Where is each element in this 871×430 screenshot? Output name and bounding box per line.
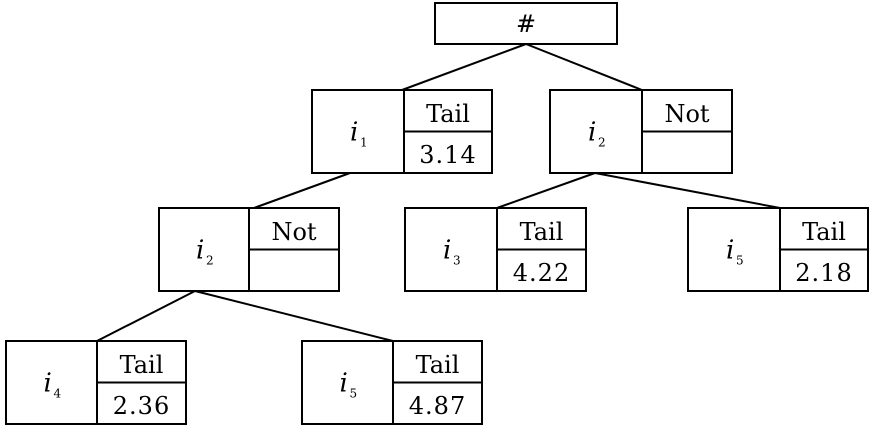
item-label: i — [44, 369, 52, 399]
edge-root-n1 — [401, 43, 527, 91]
value-label: 2.36 — [113, 392, 170, 420]
edge-root-n2 — [525, 43, 643, 91]
status-label: Tail — [520, 218, 564, 246]
status-label: Tail — [426, 100, 470, 128]
root-node-box — [434, 2, 618, 45]
edge-n3-n7 — [194, 290, 394, 342]
edge-n3-n6 — [96, 290, 196, 342]
item-label: i — [196, 236, 204, 266]
edge-layer — [96, 43, 781, 342]
root-node-label: # — [516, 10, 536, 38]
item-index: 5 — [350, 387, 358, 401]
item-label: i — [340, 369, 348, 399]
item-label: i — [588, 118, 596, 148]
value-label: 4.22 — [513, 259, 570, 287]
item-index: 3 — [453, 254, 461, 268]
value-label: 4.87 — [409, 392, 466, 420]
value-label: 2.18 — [795, 259, 852, 287]
status-label: Not — [271, 218, 316, 246]
edge-n2-n4 — [496, 172, 596, 209]
status-label: Not — [664, 100, 709, 128]
item-index: 1 — [360, 136, 368, 150]
status-label: Tail — [120, 351, 164, 379]
root-node: # — [434, 2, 618, 45]
item-index: 2 — [206, 254, 214, 268]
item-label: i — [726, 236, 734, 266]
status-label: Tail — [802, 218, 846, 246]
item-label: i — [443, 236, 451, 266]
item-index: 4 — [54, 387, 62, 401]
item-index: 2 — [598, 136, 606, 150]
edge-n2-n5 — [594, 172, 781, 209]
item-label: i — [350, 118, 358, 148]
item-index: 5 — [736, 254, 744, 268]
edge-n1-n3 — [253, 172, 351, 209]
value-label: 3.14 — [419, 141, 476, 169]
status-label: Tail — [416, 351, 460, 379]
